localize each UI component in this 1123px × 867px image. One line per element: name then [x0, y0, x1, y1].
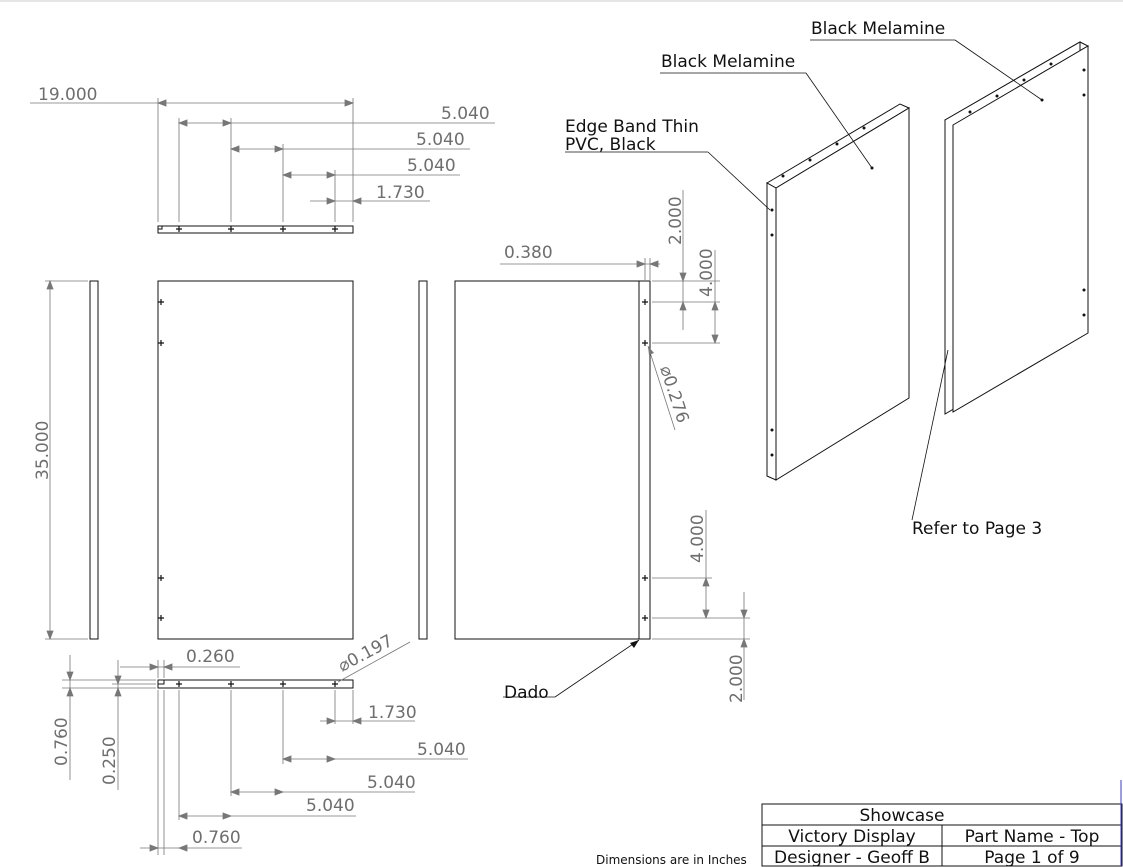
panel-back-view — [454, 280, 651, 640]
panel-back-holes — [642, 299, 648, 621]
dim-bottom-hole-4in: 4.000 — [688, 514, 708, 563]
hole-dia-arrow — [648, 346, 654, 355]
dado-arrow — [630, 640, 639, 648]
dim-hole-dia: ⌀0.276 — [655, 363, 692, 425]
height-dim — [45, 279, 88, 641]
bottom-view-holes — [176, 681, 338, 687]
note-edge-band-line2: PVC, Black — [565, 135, 656, 155]
dim-bot-dado-width: 0.260 — [186, 647, 235, 667]
title-part-name: Part Name - Top — [965, 827, 1100, 847]
hole-dia-leader — [647, 345, 676, 431]
title-page: Page 1 of 9 — [984, 848, 1079, 867]
title-client: Victory Display — [788, 827, 916, 847]
bottom-view — [157, 679, 354, 689]
dim-top-hole-2in: 2.000 — [666, 196, 686, 245]
dim-bot-hole4: 1.730 — [368, 703, 417, 723]
dado-leader — [554, 639, 640, 698]
iso-leaders — [565, 39, 1043, 521]
note-material-front: Black Melamine — [661, 52, 795, 72]
dim-bot-hole2: 5.040 — [367, 773, 416, 793]
iso-panel-back — [944, 41, 1090, 415]
dim-bot-dado-depth: 0.250 — [100, 736, 120, 785]
top-view-dims — [30, 98, 495, 222]
title-block — [761, 780, 1123, 867]
dim-bot-hole3: 5.040 — [417, 740, 466, 760]
bottom-view-dims — [62, 641, 468, 855]
panel-front-view — [157, 280, 354, 640]
dim-height: 35.000 — [33, 421, 53, 480]
dim-top-hole-4in: 4.000 — [697, 248, 717, 297]
note-dado: Dado — [504, 683, 549, 703]
dim-bot-hole1: 5.040 — [306, 796, 355, 816]
note-refer: Refer to Page 3 — [912, 519, 1042, 539]
bottom-hole-dims — [652, 510, 750, 700]
dim-bot-edge: 0.760 — [192, 828, 241, 848]
dado-offset-dim — [500, 258, 660, 280]
dim-top-overall: 19.000 — [38, 85, 97, 105]
title-project: Showcase — [860, 806, 945, 826]
units-note: Dimensions are in Inches — [596, 853, 747, 867]
top-hole-dims — [652, 190, 720, 345]
top-view-holes — [176, 226, 338, 232]
right-side-view — [418, 280, 428, 640]
dim-top-hole4: 1.730 — [376, 183, 425, 203]
panel-front-holes — [158, 299, 164, 621]
dim-bot-hole-dia: ⌀0.197 — [335, 631, 396, 676]
dim-bot-thickness: 0.760 — [52, 717, 72, 766]
note-material-back: Black Melamine — [811, 19, 945, 39]
iso-panel-front — [765, 103, 911, 481]
dim-top-hole2: 5.040 — [416, 130, 465, 150]
left-side-view — [89, 280, 99, 640]
note-edge-band-line1: Edge Band Thin — [565, 117, 699, 137]
iso-panel-front-holes — [770, 126, 874, 457]
title-designer: Designer - Geoff B — [774, 848, 930, 867]
dim-top-hole1: 5.040 — [441, 104, 490, 124]
dim-dado-offset: 0.380 — [504, 243, 553, 263]
dim-bottom-hole-2in: 2.000 — [727, 654, 747, 703]
top-view — [157, 225, 354, 234]
dim-top-hole3: 5.040 — [407, 156, 456, 176]
iso-panel-back-holes — [968, 62, 1086, 317]
